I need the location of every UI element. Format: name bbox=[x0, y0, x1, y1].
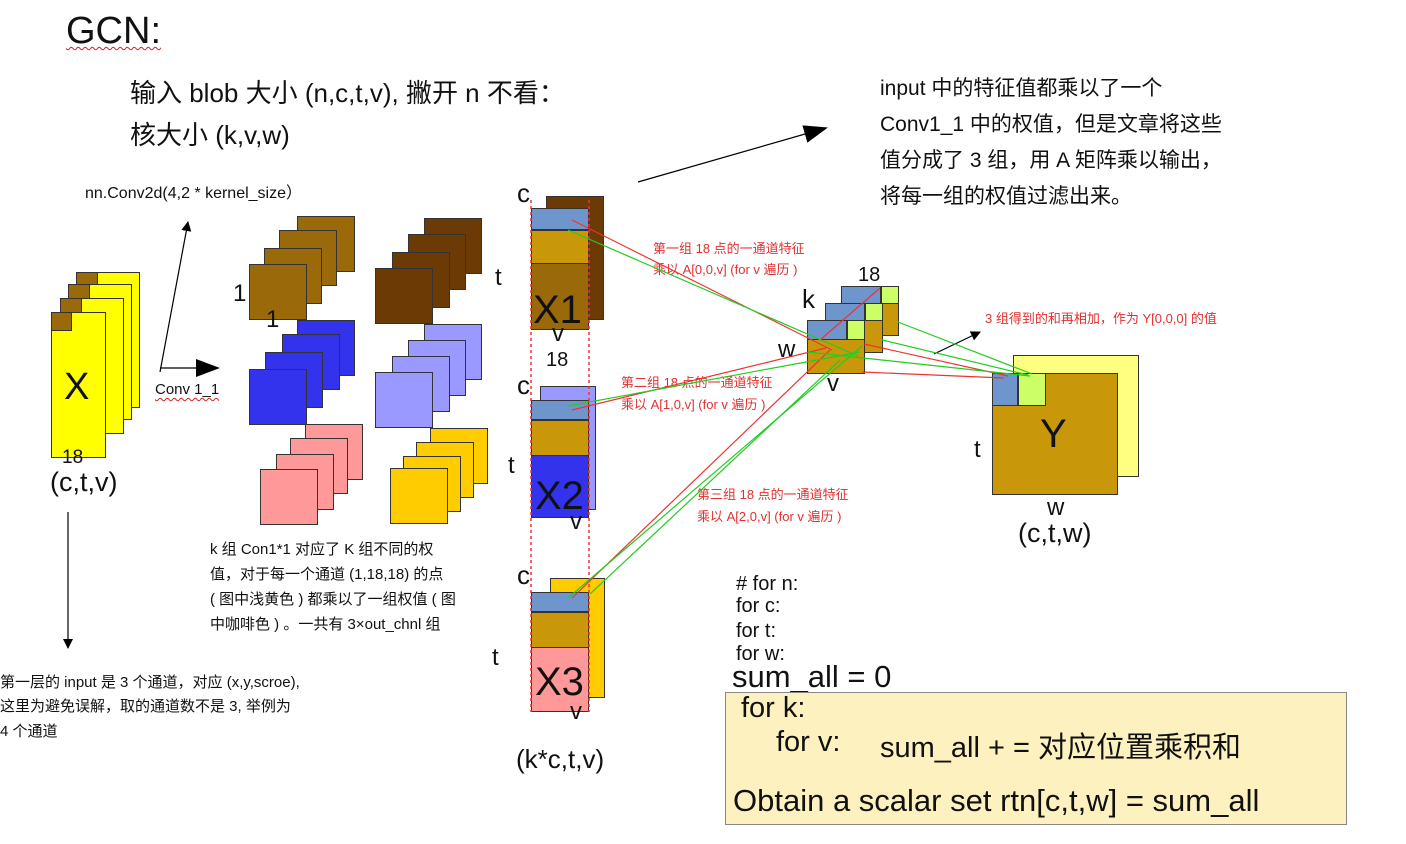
page-title: GCN: bbox=[66, 10, 161, 52]
k-note-line-2: 值，对于每一个通道 (1,18,18) 的点 bbox=[210, 566, 444, 583]
a-size-label: 18 bbox=[858, 264, 881, 286]
conv2d-label: nn.Conv2d(4,2 * kernel_size） bbox=[85, 185, 303, 202]
first-layer-note-line-3: 4 个通道 bbox=[0, 723, 58, 740]
sum-note: 3 组得到的和再相加，作为 Y[0,0,0] 的值 bbox=[985, 311, 1217, 326]
group-note-1-line-1: 第一组 18 点的一通道特征 bbox=[653, 241, 805, 256]
a-v-label: v bbox=[827, 370, 839, 397]
group-size-label: 18 bbox=[546, 349, 569, 371]
conv-label: Conv 1_1 bbox=[155, 381, 220, 398]
kernel-one-label-2: 1 bbox=[266, 306, 280, 333]
green-line-to-y-3 bbox=[881, 339, 1029, 376]
code-line-c: for c: bbox=[736, 595, 781, 617]
group-note-3-line-1: 第三组 18 点的一通道特征 bbox=[697, 487, 849, 502]
input-size-label: 18 bbox=[62, 447, 84, 468]
output-t-label: t bbox=[974, 436, 981, 463]
group-x2-v-label: v bbox=[570, 508, 582, 535]
k-note-line-3: ( 图中浅黄色 ) 都乘以了一组权值 ( 图 bbox=[210, 591, 456, 608]
group-note-2-line-2: 乘以 A[1,0,v] (for v 遍历 ) bbox=[621, 397, 766, 412]
red-line-x1 bbox=[571, 219, 833, 351]
group-x1-t-label: t bbox=[495, 264, 502, 291]
output-shape-label: (c,t,w) bbox=[1018, 518, 1092, 548]
a-k-label: k bbox=[802, 284, 815, 314]
arrow-up-to-conv2d bbox=[159, 221, 192, 373]
group-note-1-line-2: 乘以 A[0,0,v] (for v 遍历 ) bbox=[653, 262, 798, 277]
group-x2-t-label: t bbox=[508, 452, 515, 479]
arrow-to-sum-note bbox=[933, 331, 981, 355]
group-x1-c-label: c bbox=[517, 178, 530, 208]
input-shape-label: (c,t,v) bbox=[50, 467, 118, 497]
kernel-one-label-1: 1 bbox=[233, 280, 247, 307]
header-line-1: 输入 blob 大小 (n,c,t,v), 撇开 n 不看： bbox=[130, 78, 565, 108]
first-layer-note-line-2: 这里为避免误解，取的通道数不是 3, 举例为 bbox=[0, 698, 291, 715]
group-x3-t-label: t bbox=[492, 644, 499, 671]
right-note-line-2: Conv1_1 中的权值，但是文章将这些 bbox=[880, 113, 1222, 136]
code-for-k: for k: bbox=[741, 692, 806, 724]
red-line-to-y-2 bbox=[863, 343, 1009, 377]
group-note-3-line-2: 乘以 A[2,0,v] (for v 遍历 ) bbox=[697, 509, 842, 524]
output-w-label: w bbox=[1047, 494, 1065, 521]
code-accumulate: sum_all + = 对应位置乘积和 bbox=[880, 732, 1241, 764]
a-w-label: w bbox=[778, 336, 796, 363]
input-label: X bbox=[64, 366, 90, 408]
code-box bbox=[725, 692, 1347, 825]
group-x3-v-label: v bbox=[570, 698, 582, 725]
code-line-n: # for n: bbox=[736, 573, 799, 595]
red-line-to-y bbox=[861, 371, 1005, 379]
green-line-x3-b bbox=[589, 359, 841, 595]
output-label: Y bbox=[1040, 412, 1067, 456]
code-line-w: for w: bbox=[736, 643, 785, 665]
stack-shape-label: (k*c,t,v) bbox=[516, 744, 605, 774]
group-x3-label: X3 bbox=[535, 660, 584, 704]
first-layer-note-line-1: 第一层的 input 是 3 个通道，对应 (x,y,scroe), bbox=[0, 674, 300, 691]
group-note-2-line-1: 第二组 18 点的一通道特征 bbox=[621, 375, 773, 390]
right-note-line-3: 值分成了 3 组，用 A 矩阵乘以输出， bbox=[880, 149, 1222, 172]
k-note-line-4: 中咖啡色 ) 。一共有 3×out_chnl 组 bbox=[210, 616, 441, 633]
k-note-line-1: k 组 Con1*1 对应了 K 组不同的权 bbox=[210, 541, 434, 558]
group-x2-c-label: c bbox=[517, 370, 530, 400]
code-result: Obtain a scalar set rtn[c,t,w] = sum_all bbox=[733, 783, 1260, 818]
code-line-t: for t: bbox=[736, 620, 777, 642]
arrow-to-right-note bbox=[637, 125, 828, 183]
right-note-line-1: input 中的特征值都乘以了一个 bbox=[880, 77, 1163, 100]
right-note-line-4: 将每一组的权值过滤出来。 bbox=[880, 185, 1132, 208]
green-line-to-y-2 bbox=[897, 321, 1033, 375]
header-line-2: 核大小 (k,v,w) bbox=[130, 120, 290, 150]
group-x3-c-label: c bbox=[517, 560, 530, 590]
group-x1-v-label: v bbox=[552, 320, 564, 347]
code-sum-init: sum_all = 0 bbox=[732, 659, 892, 694]
code-for-v: for v: bbox=[776, 726, 841, 758]
